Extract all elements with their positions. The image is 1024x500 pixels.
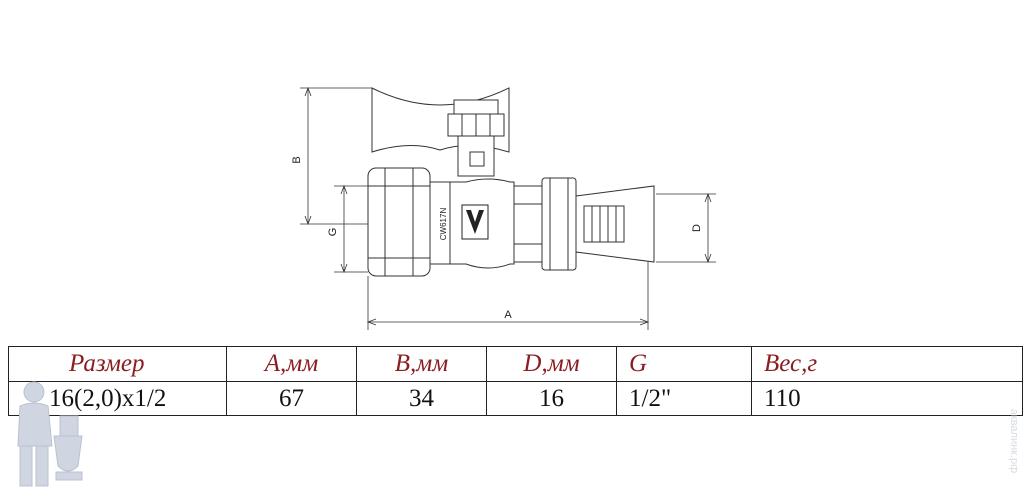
cell-size: 16(2,0)x1/2 [8, 381, 227, 416]
header-b: В,мм [356, 346, 487, 382]
valve-body [429, 178, 515, 269]
header-weight: Вес,г [751, 346, 1023, 382]
cell-a: 67 [226, 381, 357, 416]
cell-d: 16 [486, 381, 617, 416]
body-marking: CW617N [439, 208, 448, 241]
cell-g: 1/2" [616, 381, 752, 416]
female-nut [367, 167, 431, 277]
butterfly-handle [371, 87, 510, 177]
label-g: G [327, 228, 339, 237]
header-a: А,мм [226, 346, 357, 382]
dimension-g [334, 184, 368, 274]
cell-weight: 110 [751, 381, 1023, 416]
cell-b: 34 [356, 381, 487, 416]
watermark-text: аквалинк.рф [1008, 409, 1018, 473]
dimension-b [300, 86, 372, 226]
specs-table: Размер А,мм В,мм D,мм G Вес,г 16(2,0)x1/… [8, 346, 1023, 416]
union-nut [513, 177, 577, 271]
dimension-a [366, 262, 650, 330]
table-row: 16(2,0)x1/2 67 34 16 1/2" 110 [8, 381, 1023, 416]
header-size: Размер [8, 346, 227, 382]
header-g: G [616, 346, 752, 382]
table-header-row: Размер А,мм В,мм D,мм G Вес,г [8, 346, 1023, 382]
watermark: аквалинк.рф [1008, 409, 1018, 473]
label-d: D [691, 224, 703, 232]
plumber-logo-icon [17, 381, 83, 487]
header-d: D,мм [486, 346, 617, 382]
pipe-connector [575, 185, 655, 263]
dimension-d [656, 192, 716, 264]
valve-drawing: B G D A CW617N [291, 86, 716, 330]
label-a: A [504, 309, 512, 321]
label-b: B [291, 156, 303, 163]
